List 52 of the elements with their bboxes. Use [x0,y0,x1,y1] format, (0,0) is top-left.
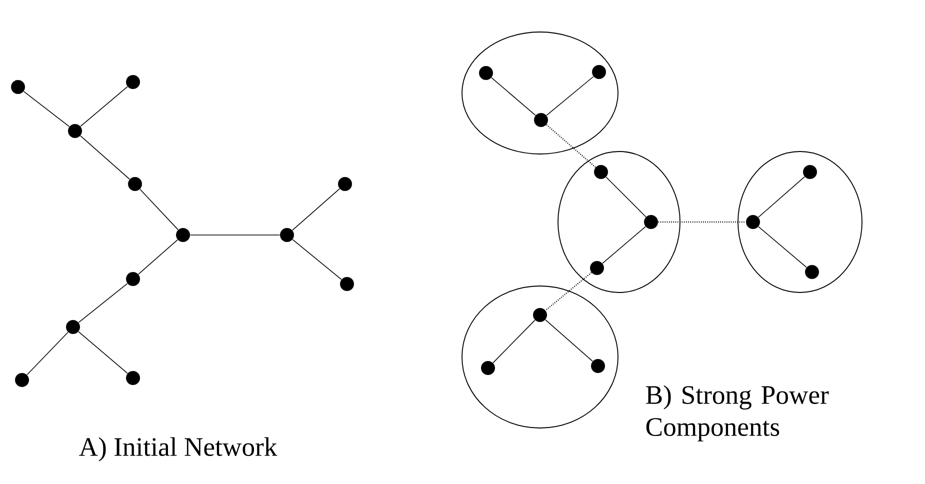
link-line [23,91,70,127]
link-line [80,86,128,127]
network-node [591,359,605,373]
link-line [78,331,128,374]
link-line [758,226,807,268]
network-node [644,215,658,229]
network-node [534,113,548,127]
link-line [78,283,128,323]
dotted-link [658,221,746,223]
link-line [80,135,130,180]
link-line [190,234,280,236]
network-node [592,65,606,79]
link-line [606,176,646,218]
network-node [128,177,142,191]
component-ellipse [462,32,618,154]
network-node [803,165,817,179]
link-line [292,188,340,231]
network-node [11,80,25,94]
network-node [481,361,495,375]
network-node [746,215,760,229]
link-line [545,319,593,362]
network-node [68,124,82,138]
network-node [340,277,354,291]
caption: A) Initial Network [79,437,278,462]
network-node [66,320,80,334]
link-line [491,77,536,116]
network-node [805,265,819,279]
component-ellipse [558,151,680,293]
link-line [292,239,342,280]
network-node [176,228,190,242]
network-node [479,66,493,80]
link-line [546,76,594,116]
network-node [280,228,294,242]
network-node [533,308,547,322]
network-node [126,371,140,385]
link-line [602,226,646,264]
link-line [492,320,536,364]
network-node [15,373,29,387]
dotted-link [546,124,596,168]
network-node [590,261,604,275]
network-node [338,177,352,191]
link-line [758,176,805,218]
component-ellipse [462,286,618,428]
link-line [26,332,68,376]
component-ellipse [738,151,862,293]
network-node [594,165,608,179]
network-node [126,272,140,286]
link-line [140,188,178,230]
network-node [126,75,140,89]
link-line [138,239,178,275]
dotted-link [545,272,592,311]
caption: B) Strong Power Components [646,385,829,442]
